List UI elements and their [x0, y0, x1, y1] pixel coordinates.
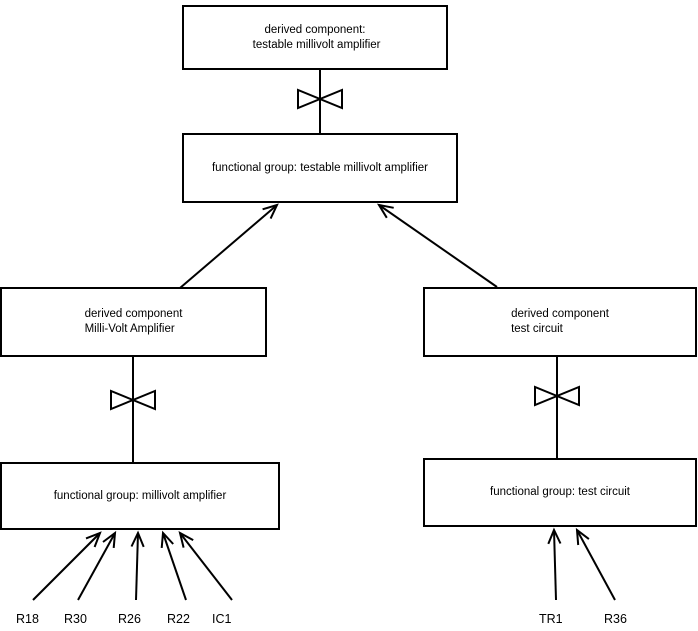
bowtie-left-triangle-bowtie-top [297, 88, 323, 110]
bowtie-left-triangle-bowtie-left [110, 389, 136, 411]
arrowhead-arrow-r30 [102, 530, 117, 548]
node-functional-group-test-circuit[interactable]: functional group: test circuit [423, 458, 697, 527]
leaf-label-r30: R30 [64, 612, 87, 626]
bowtie-right-triangle-bowtie-top [317, 88, 343, 110]
bowtie-right-triangle-bowtie-left [130, 389, 156, 411]
leaf-label-r36: R36 [604, 612, 627, 626]
node-label: functional group: test circuit [490, 486, 630, 498]
arrowhead-arrow-r26 [130, 530, 145, 548]
node-derived-component-testable-millivolt-amplifier[interactable]: derived component: testable millivolt am… [182, 5, 448, 70]
node-functional-group-testable-millivolt-amplifier[interactable]: functional group: testable millivolt amp… [182, 133, 458, 203]
leaf-label-r18: R18 [16, 612, 39, 626]
arrowhead-arrow-mv-amp-to-testable [262, 203, 279, 220]
arrow-line-arrow-r18 [32, 532, 101, 601]
arrowhead-arrow-tr1 [547, 527, 562, 545]
leaf-label-r26: R26 [118, 612, 141, 626]
arrow-line-arrow-r22 [162, 532, 187, 601]
arrow-line-arrow-r26 [135, 532, 139, 601]
arrowhead-arrow-ic1 [178, 531, 194, 548]
arrow-line-arrow-tr1 [553, 529, 557, 601]
arrow-line-arrow-ic1 [179, 532, 233, 601]
bowtie-right-triangle-bowtie-right [554, 385, 580, 407]
arrow-line-arrow-mv-amp-to-testable [179, 204, 278, 289]
arrowhead-arrow-r22 [160, 530, 174, 548]
leaf-label-tr1: TR1 [539, 612, 563, 626]
node-label: functional group: millivolt amplifier [53, 489, 227, 502]
arrowhead-arrow-r18 [85, 531, 102, 548]
leaf-label-ic1: IC1 [212, 612, 232, 626]
arrow-line-arrow-r30 [77, 532, 116, 601]
node-label: functional group: testable millivolt amp… [211, 161, 429, 174]
node-label: derived component: testable millivolt am… [249, 23, 381, 51]
bowtie-left-triangle-bowtie-right [534, 385, 560, 407]
leaf-label-r22: R22 [167, 612, 190, 626]
arrow-line-arrow-r36 [576, 529, 616, 601]
arrowhead-arrow-test-circuit-to-testable [376, 203, 394, 219]
arrowhead-arrow-r36 [575, 527, 590, 546]
node-functional-group-millivolt-amplifier[interactable]: functional group: millivolt amplifier [0, 462, 280, 530]
arrow-line-arrow-test-circuit-to-testable [378, 204, 498, 288]
